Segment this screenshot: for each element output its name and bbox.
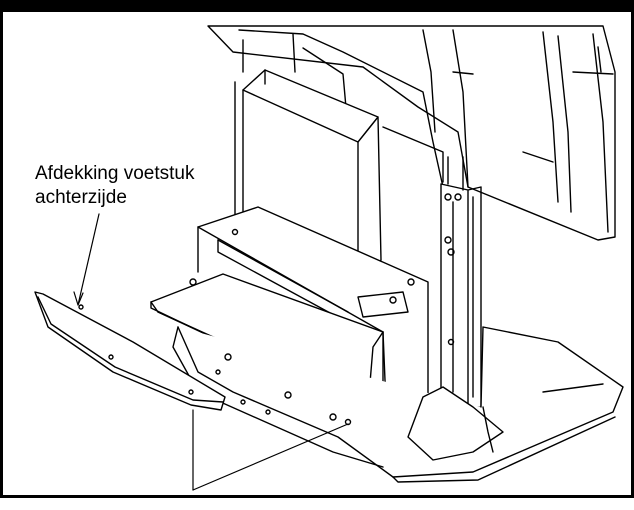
diagram-frame: Afdekking voetstuk achterzijde	[0, 0, 634, 498]
callout-leader-lines	[73, 213, 349, 491]
cover-leader-line	[77, 213, 100, 306]
callout-line-2: achterzijde	[35, 187, 127, 208]
callout-line-1: Afdekking voetstuk	[35, 163, 195, 184]
display-panel	[207, 25, 616, 241]
cover-leader-arrow	[73, 291, 84, 306]
support-columns	[440, 156, 482, 408]
rear-pedestal-cover-label: Afdekking voetstuk achterzijde	[35, 162, 194, 210]
screw-leader-right	[192, 423, 349, 491]
stand-illustration	[34, 25, 624, 491]
rear-pedestal-cover	[34, 291, 226, 411]
base-plate	[172, 326, 624, 483]
